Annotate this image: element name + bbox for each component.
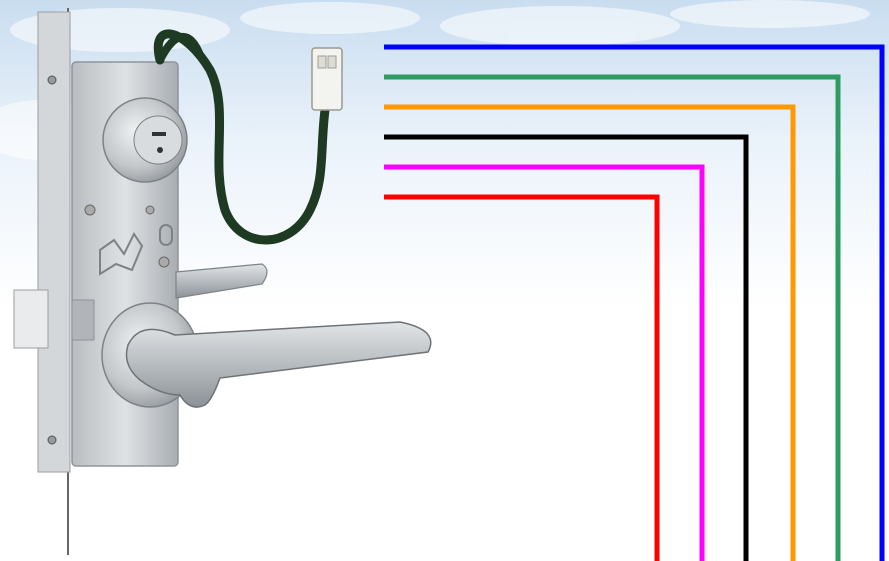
cable-connector-icon (312, 48, 342, 110)
key-cylinder-icon (103, 98, 187, 182)
